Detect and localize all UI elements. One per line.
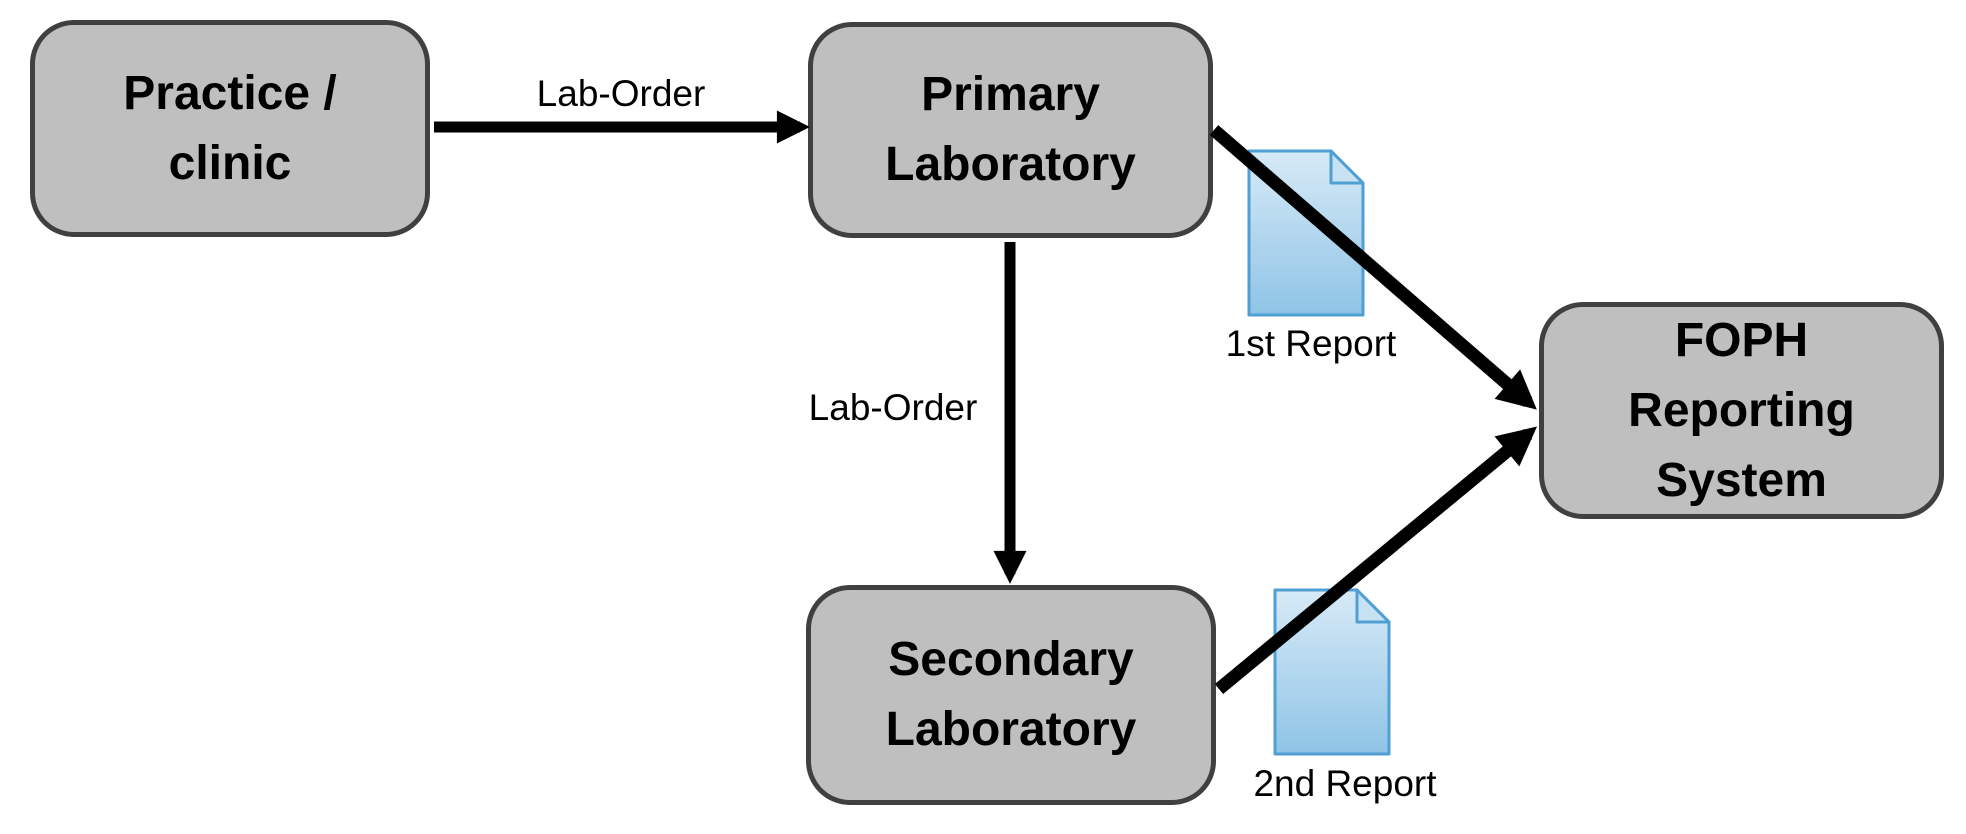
document-label-second-report: 2nd Report [1253, 763, 1437, 804]
edge-label-lab-order-2: Lab-Order [808, 387, 978, 428]
node-primary-laboratory: Primary Laboratory [808, 22, 1213, 238]
node-label-line: FOPH [1674, 313, 1809, 367]
node-label-line: Practice / [123, 66, 337, 120]
node-label-line: Laboratory [885, 703, 1137, 756]
node-practice-clinic: Practice / clinic [30, 20, 430, 237]
node-label-line: clinic [168, 136, 292, 190]
document-icon [1273, 588, 1391, 756]
node-label-line: Primary [921, 68, 1100, 121]
node-foph-reporting-system: FOPH Reporting System [1539, 302, 1944, 519]
node-label-line: System [1656, 453, 1827, 507]
node-secondary-laboratory: Secondary Laboratory [806, 585, 1216, 805]
node-label-line: Laboratory [885, 138, 1136, 191]
document-label-first-report: 1st Report [1225, 323, 1397, 364]
edge-label-lab-order-1: Lab-Order [536, 73, 706, 114]
node-label-line: Secondary [888, 633, 1134, 686]
node-label-line: Reporting [1628, 383, 1855, 437]
document-icon [1247, 149, 1365, 317]
